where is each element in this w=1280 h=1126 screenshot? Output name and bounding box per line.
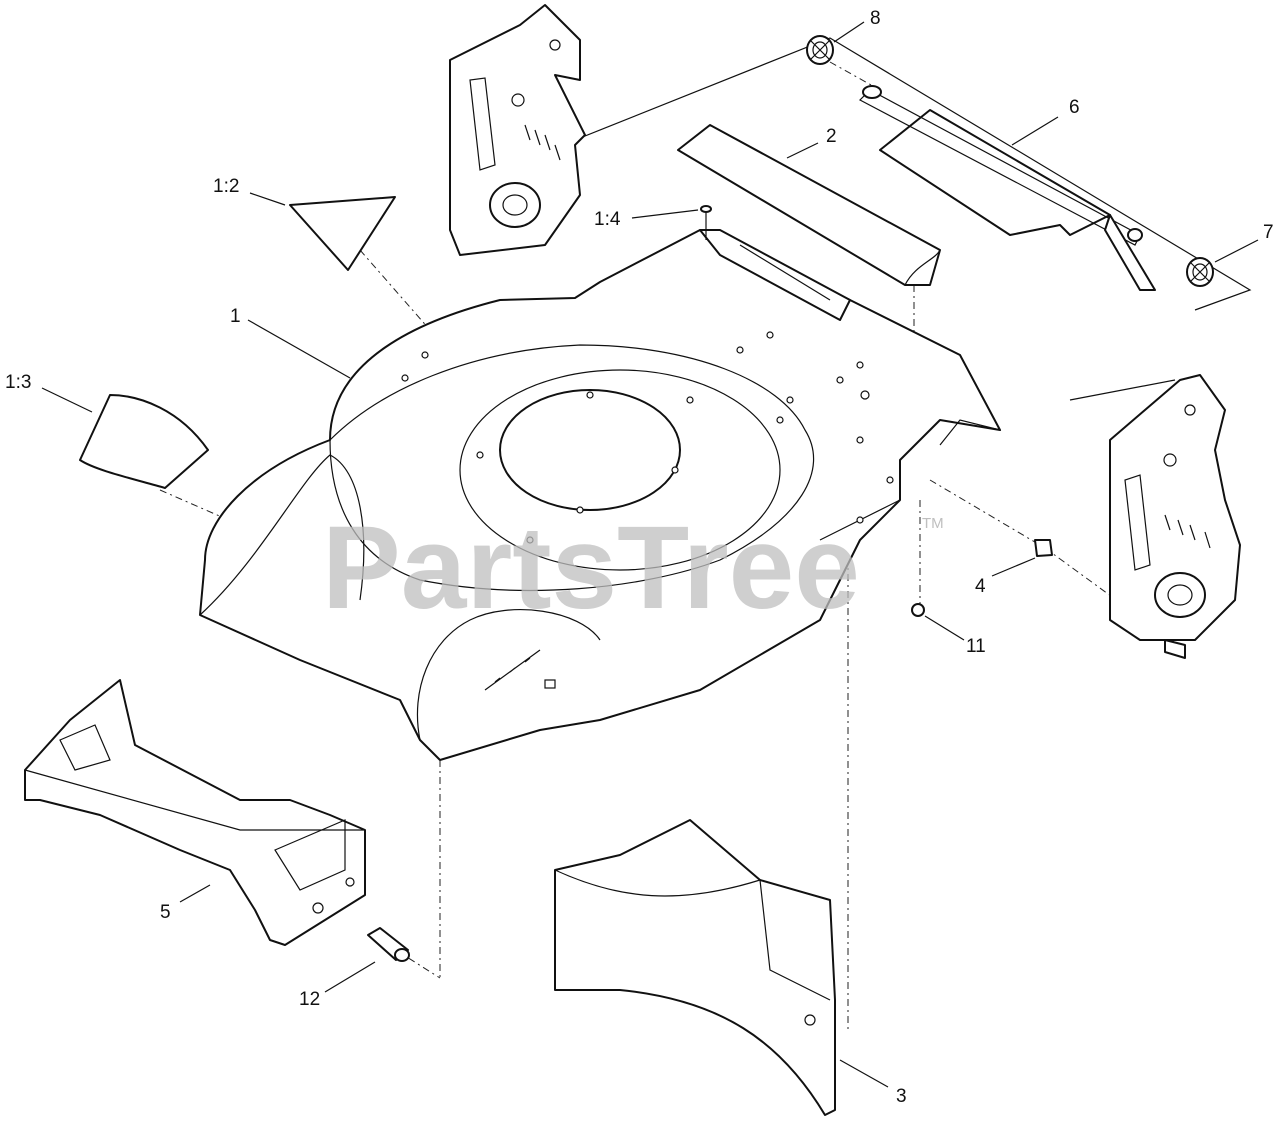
mower-deck	[199, 229, 1002, 761]
callout-1-2: 1:2	[213, 176, 239, 197]
callout-labels: 1 1:2 1:3 1:4 2 3 4 5 6 7 8 11 12	[5, 8, 1274, 1107]
callout-3: 3	[896, 1086, 907, 1107]
callout-1: 1	[230, 306, 241, 327]
screw-1-4	[700, 205, 712, 240]
callout-1-3: 1:3	[5, 372, 31, 393]
callout-4: 4	[975, 576, 986, 597]
callout-2: 2	[826, 126, 837, 147]
callout-11: 11	[966, 636, 986, 657]
baffle-part-2	[677, 124, 941, 286]
decal-1-2	[289, 196, 396, 271]
nut-part-8	[806, 35, 834, 65]
watermark-trademark: TM	[922, 515, 944, 532]
height-adjust-lever-rear	[449, 4, 586, 256]
callout-7: 7	[1263, 222, 1274, 243]
watermark-text: PartsTree	[322, 502, 860, 634]
watermark: PartsTree TM	[322, 502, 944, 634]
height-adjust-lever-front	[1109, 374, 1241, 659]
callout-5: 5	[160, 902, 171, 923]
callout-6: 6	[1069, 97, 1080, 118]
spacer-part-12	[367, 927, 410, 962]
decal-1-3	[79, 394, 209, 489]
rear-axle-part-6	[859, 85, 1156, 291]
leader-lines	[41, 21, 1259, 1088]
nut-part-11	[911, 603, 925, 617]
callout-12: 12	[299, 989, 320, 1010]
front-axle-bracket-part-5	[24, 679, 366, 946]
callout-1-4: 1:4	[594, 209, 621, 230]
bolt-part-4	[1034, 539, 1053, 557]
discharge-chute-part-3	[554, 819, 836, 1116]
callout-8: 8	[870, 8, 881, 29]
nut-part-7	[1186, 257, 1214, 287]
